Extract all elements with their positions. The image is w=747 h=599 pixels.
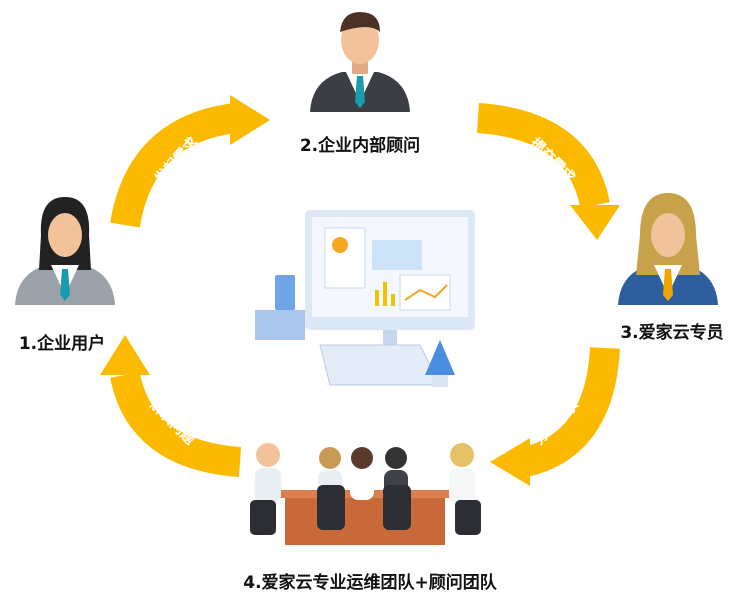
arrow-raise-demand bbox=[110, 95, 270, 228]
node-label-specialist: 3.爱家云专员 bbox=[620, 323, 724, 343]
node-label-consultant: 2.企业内部顾问 bbox=[299, 136, 421, 156]
node-label-team: 4.爱家云专业运维团队+顾问团队 bbox=[243, 573, 497, 593]
arrow-solve-problem bbox=[100, 335, 242, 477]
arrow-submit-demand bbox=[476, 103, 620, 240]
consultant-avatar bbox=[310, 12, 410, 112]
user-avatar bbox=[15, 197, 115, 305]
computer-illustration bbox=[255, 210, 475, 387]
node-label-user: 1.企业用户 bbox=[18, 334, 106, 354]
arrow-dispatch-demand bbox=[490, 346, 620, 486]
specialist-avatar bbox=[618, 193, 718, 305]
team-illustration bbox=[250, 443, 481, 545]
